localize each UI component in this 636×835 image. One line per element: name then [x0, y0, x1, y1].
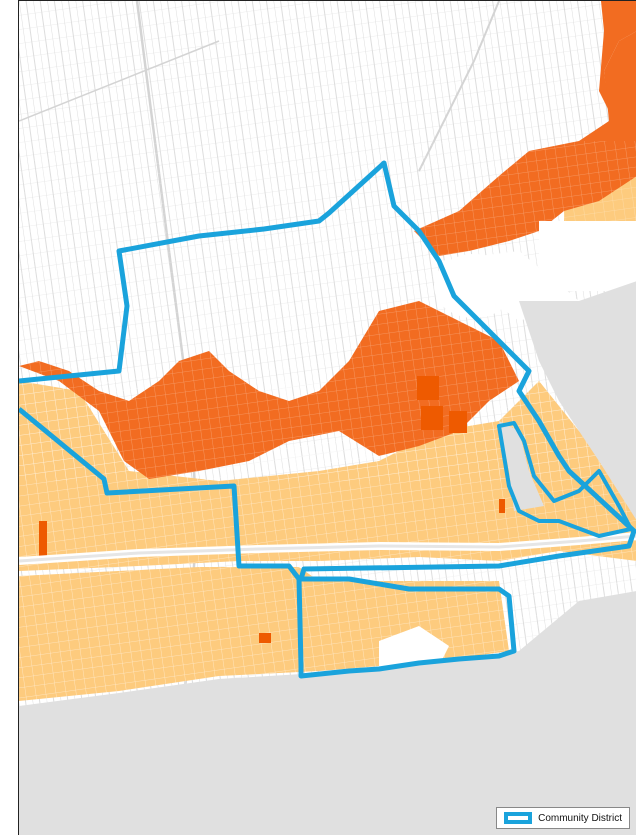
- flood-zone-darkest: [39, 376, 505, 643]
- legend-label: Community District: [538, 812, 622, 824]
- flood-zone-dark-top: [599, 1, 636, 111]
- map-legend: Community District: [496, 807, 630, 829]
- water-channel: [19, 532, 636, 565]
- community-district-inner-boundary: [497, 421, 633, 538]
- water: [19, 281, 636, 835]
- map-frame[interactable]: Community District: [18, 0, 636, 835]
- map-canvas[interactable]: [19, 1, 636, 835]
- community-district-boundary: [19, 160, 636, 679]
- community-district-swatch: [504, 812, 533, 824]
